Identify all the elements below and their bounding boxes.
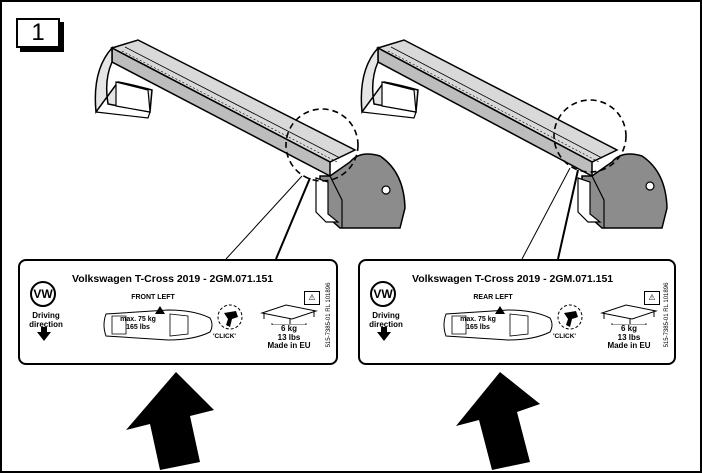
driving-direction-text: Driving direction [29,311,63,329]
position-label: REAR LEFT [473,294,513,301]
max-load: max. 75 kg 165 lbs [454,316,502,332]
weight-kg: 6 kg [280,324,297,333]
driving-direction-text: Driving direction [369,311,403,329]
label-code-text: 515-7385-01 RL 101896 [326,282,332,348]
label-title: Volkswagen T-Cross 2019 - 2GM.071.151 [412,273,614,285]
roof-bar-right [360,39,668,260]
warning-book-icon: ⚠ [644,291,660,305]
warning-book-icon: ⚠ [304,291,320,305]
car-top-view-icon [443,306,553,341]
label-code: 515-7385-01 RL 101896 [324,275,334,355]
roof-rack-icon [260,304,318,325]
label-code: 515-7385-01 RL 101896 [662,275,672,355]
label-card-front-left: VW Driving direction Volkswagen T-Cross … [18,259,338,365]
max-load: max. 75 kg 165 lbs [114,316,162,332]
vw-logo-icon: VW [370,281,396,307]
click-text: 'CLICK' [553,333,576,340]
roof-bar-left [94,39,406,260]
vw-logo-icon: VW [30,281,56,307]
click-hand-icon [217,304,243,330]
click-hand-icon [557,304,583,330]
product-weight: 6 kg 13 lbs Made in EU [258,324,320,351]
label-title: Volkswagen T-Cross 2019 - 2GM.071.151 [72,273,274,285]
big-up-arrow-icon [126,372,214,470]
made-in: Made in EU [607,341,651,350]
label-code-text: 515-7385-01 RL 101896 [664,282,670,348]
down-arrow-icon [377,332,391,341]
label-card-rear-left: VW Driving direction Volkswagen T-Cross … [358,259,676,365]
weight-kg: 6 kg [620,324,637,333]
roof-rack-icon [600,304,658,325]
down-arrow-icon [41,327,47,333]
weight-lbs: 13 lbs [617,332,641,342]
max-load-lbs: 165 lbs [126,324,150,331]
max-load-kg: max. 75 kg [460,316,496,323]
down-arrow-icon [37,332,51,341]
weight-lbs: 13 lbs [277,332,301,342]
car-top-view-icon [103,306,213,341]
click-text: 'CLICK' [213,333,236,340]
big-up-arrow-icon [456,372,540,470]
step-number: 1 [16,18,60,48]
down-arrow-icon [381,327,387,333]
made-in: Made in EU [267,341,311,350]
product-weight: 6 kg 13 lbs Made in EU [598,324,660,351]
max-load-lbs: 165 lbs [466,324,490,331]
max-load-kg: max. 75 kg [120,316,156,323]
position-label: FRONT LEFT [131,294,175,301]
